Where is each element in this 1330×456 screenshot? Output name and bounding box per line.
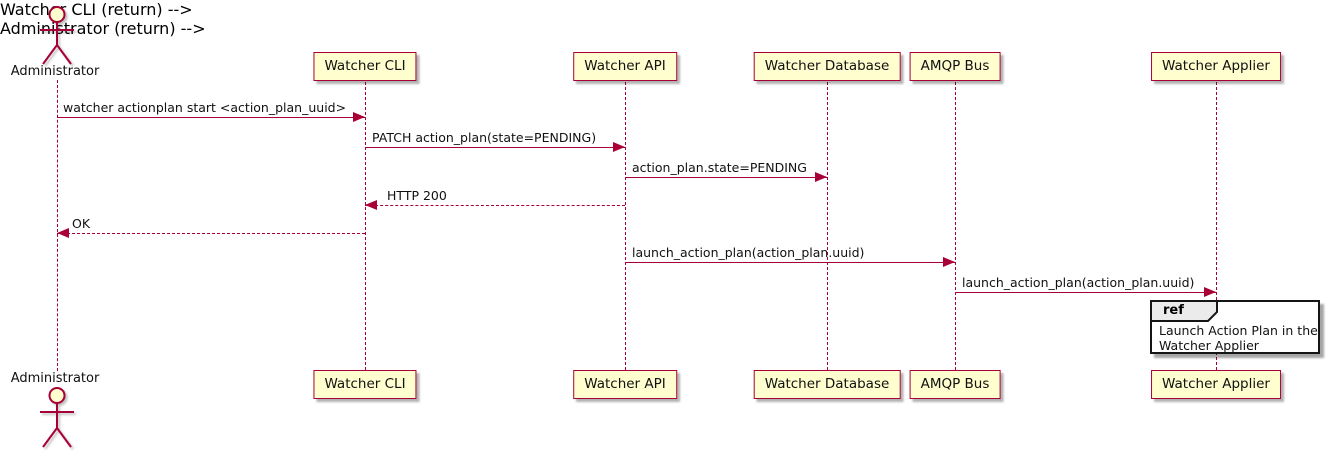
message-3-arrowhead-icon [815,172,827,182]
message-4-line [365,205,625,206]
message-5-line [57,233,365,234]
message-2-label: PATCH action_plan(state=PENDING) [372,130,597,145]
participant-watcher-api-bottom: Watcher API [573,370,677,399]
participant-watcher-cli-bottom: Watcher CLI [313,370,417,399]
ref-body: Launch Action Plan in the Watcher Applie… [1159,323,1318,353]
message-5-arrowhead-icon [57,228,69,238]
lifeline-watcher-cli [365,82,366,370]
message-4-arrowhead-icon [365,200,377,210]
message-3-line [625,177,827,178]
message-5-label: OK [72,216,91,231]
lifeline-watcher-database [827,82,828,370]
lifeline-watcher-api [625,82,626,370]
message-3-label: action_plan.state=PENDING [632,160,807,175]
message-6-arrowhead-icon [943,257,955,267]
ref-tab-shape [1150,300,1218,322]
message-7-arrowhead-icon [1204,287,1216,297]
participant-watcher-cli-top: Watcher CLI [313,52,417,81]
actor-stick-figure-icon [40,6,74,65]
ref-keyword: ref [1163,303,1184,318]
message-1-label: watcher actionplan start <action_plan_uu… [63,100,347,115]
actor-label-top: Administrator [10,64,100,79]
actor-label-bottom: Administrator [10,371,100,386]
message-1-arrowhead-icon [353,112,365,122]
participant-amqp-bus-bottom: AMQP Bus [909,370,1001,399]
ref-text-line-1: Launch Action Plan in the [1159,323,1318,338]
message-2-line [365,147,625,148]
participant-watcher-applier-bottom: Watcher Applier [1151,370,1281,399]
lifeline-watcher-applier [1216,82,1217,370]
message-7-label: launch_action_plan(action_plan.uuid) [962,275,1195,290]
participant-watcher-database-top: Watcher Database [753,52,901,81]
message-6-label: launch_action_plan(action_plan.uuid) [632,245,865,260]
lifeline-administrator [57,80,58,371]
message-6-line [625,262,955,263]
lifeline-amqp-bus [955,82,956,370]
message-2-arrowhead-icon [613,142,625,152]
ref-text-line-2: Watcher Applier [1159,338,1259,353]
actor-stick-figure-bottom-icon [40,387,74,448]
participant-watcher-database-bottom: Watcher Database [753,370,901,399]
participant-amqp-bus-top: AMQP Bus [909,52,1001,81]
message-7-line [955,292,1216,293]
message-4-label: HTTP 200 [387,188,447,203]
participant-watcher-api-top: Watcher API [573,52,677,81]
ref-fragment: ref Launch Action Plan in the Watcher Ap… [1150,300,1320,354]
participant-watcher-applier-top: Watcher Applier [1151,52,1281,81]
message-1-line [57,117,365,118]
